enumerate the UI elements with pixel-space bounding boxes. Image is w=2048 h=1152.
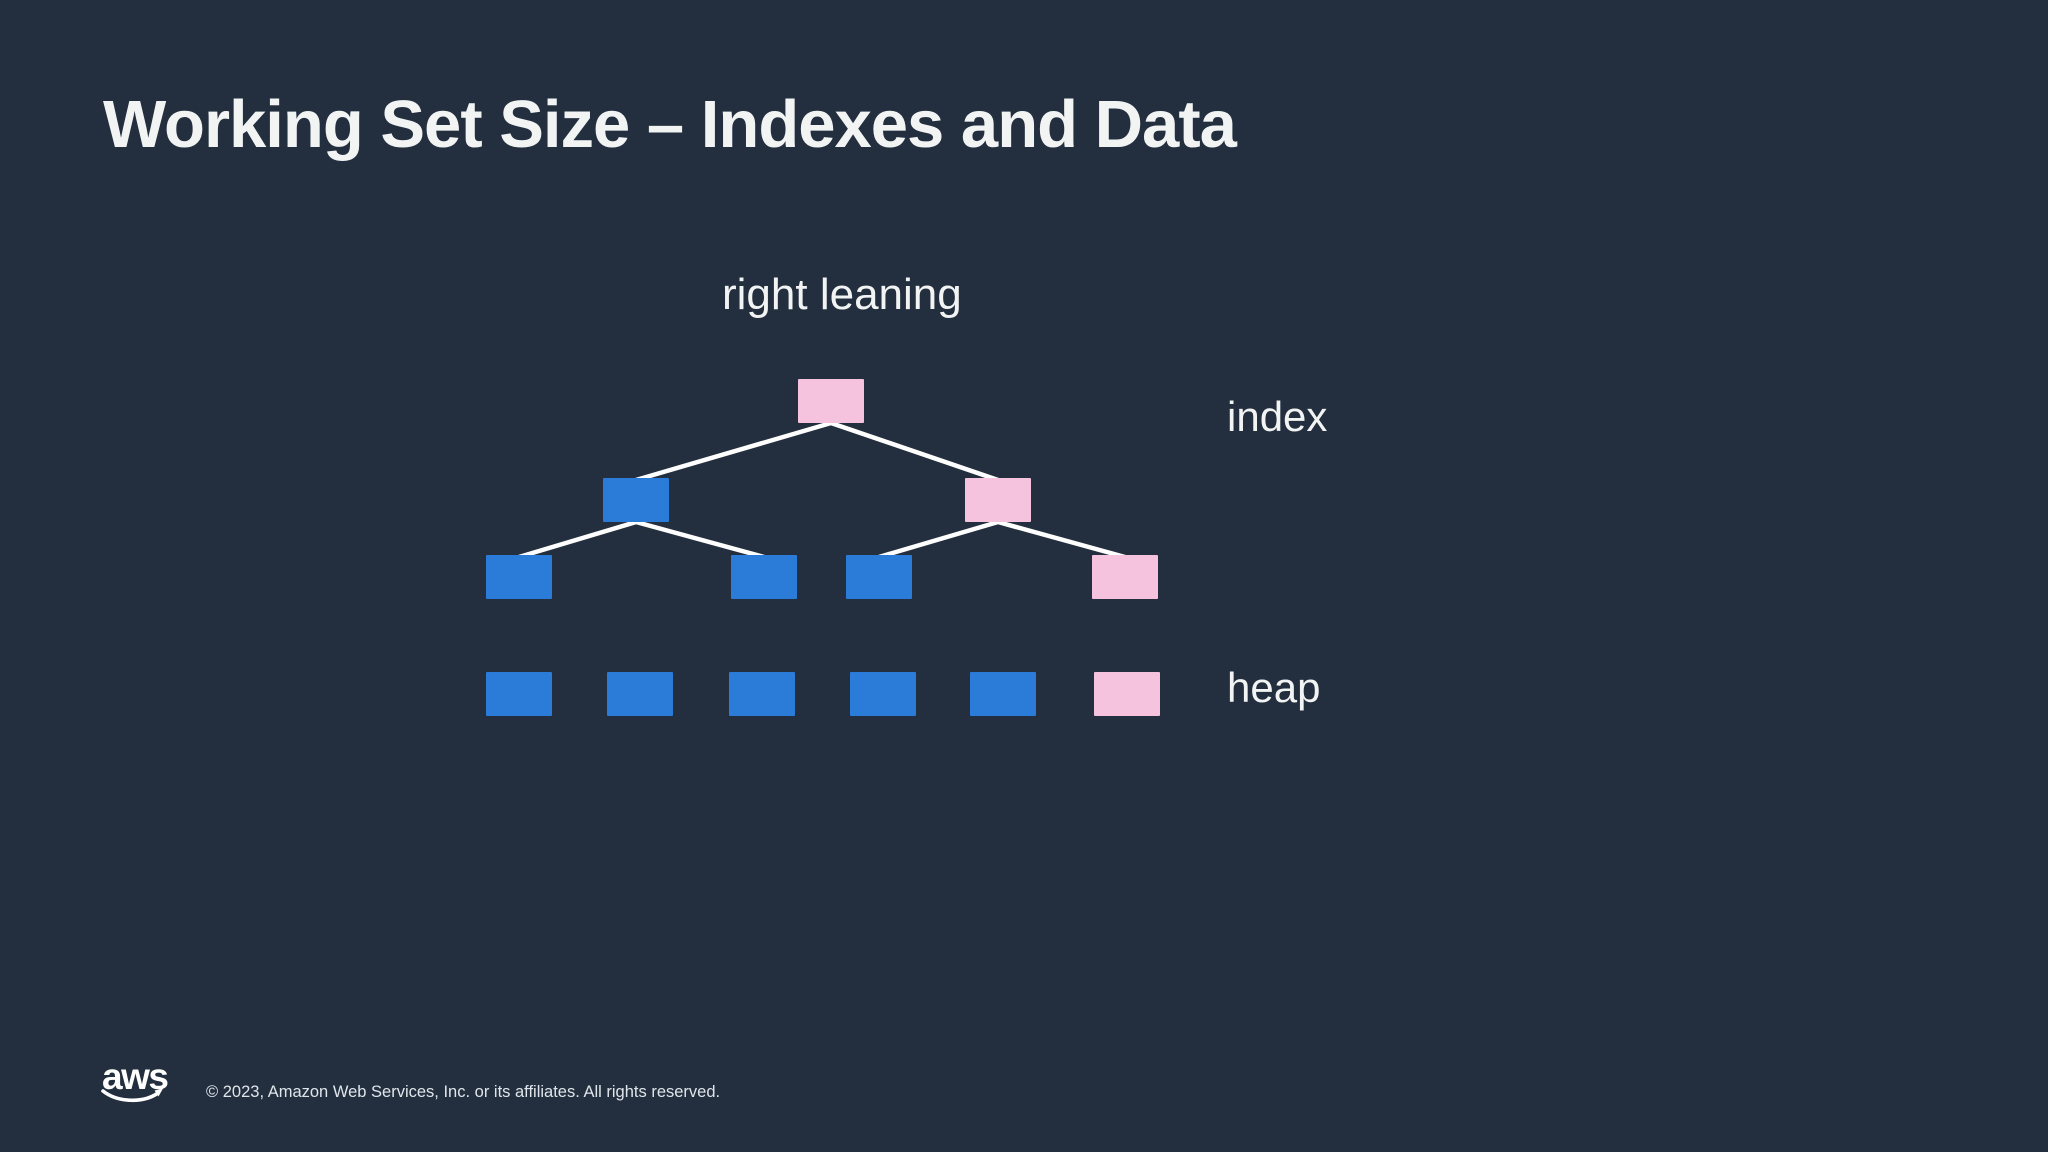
aws-logo-text: aws xyxy=(102,1056,169,1097)
tree-node-l3-3-blue xyxy=(846,555,912,599)
tree-annotation: right leaning xyxy=(722,270,962,319)
heap-label: heap xyxy=(1227,664,1321,711)
tree-node-root-pink xyxy=(798,379,864,423)
tree-edge-l2-left-l3-1 xyxy=(516,519,639,560)
tree-edge-l2-right-l3-3 xyxy=(876,519,1001,560)
heap-box-1-blue xyxy=(486,672,552,716)
slide-title: Working Set Size – Indexes and Data xyxy=(103,87,1237,162)
heap-box-6-pink xyxy=(1094,672,1160,716)
tree-node-l3-2-blue xyxy=(731,555,797,599)
heap-box-2-blue xyxy=(607,672,673,716)
copyright-text: © 2023, Amazon Web Services, Inc. or its… xyxy=(206,1083,721,1101)
tree-edge-l2-right-l3-4 xyxy=(995,519,1128,560)
tree-edge-root-l2-right xyxy=(828,420,1001,483)
aws-logo: aws xyxy=(100,1056,169,1108)
tree-node-l2-right-pink xyxy=(965,478,1031,522)
heap-box-5-blue xyxy=(970,672,1036,716)
heap-box-4-blue xyxy=(850,672,916,716)
tree-node-l3-4-pink xyxy=(1092,555,1158,599)
tree-edge-root-l2-left xyxy=(633,420,834,483)
index-label: index xyxy=(1227,393,1328,440)
tree-edge-l2-left-l3-2 xyxy=(633,519,767,560)
tree-node-l3-1-blue xyxy=(486,555,552,599)
tree-node-l2-left-blue xyxy=(603,478,669,522)
aws-smile-icon xyxy=(101,1088,163,1103)
heap-box-3-blue xyxy=(729,672,795,716)
